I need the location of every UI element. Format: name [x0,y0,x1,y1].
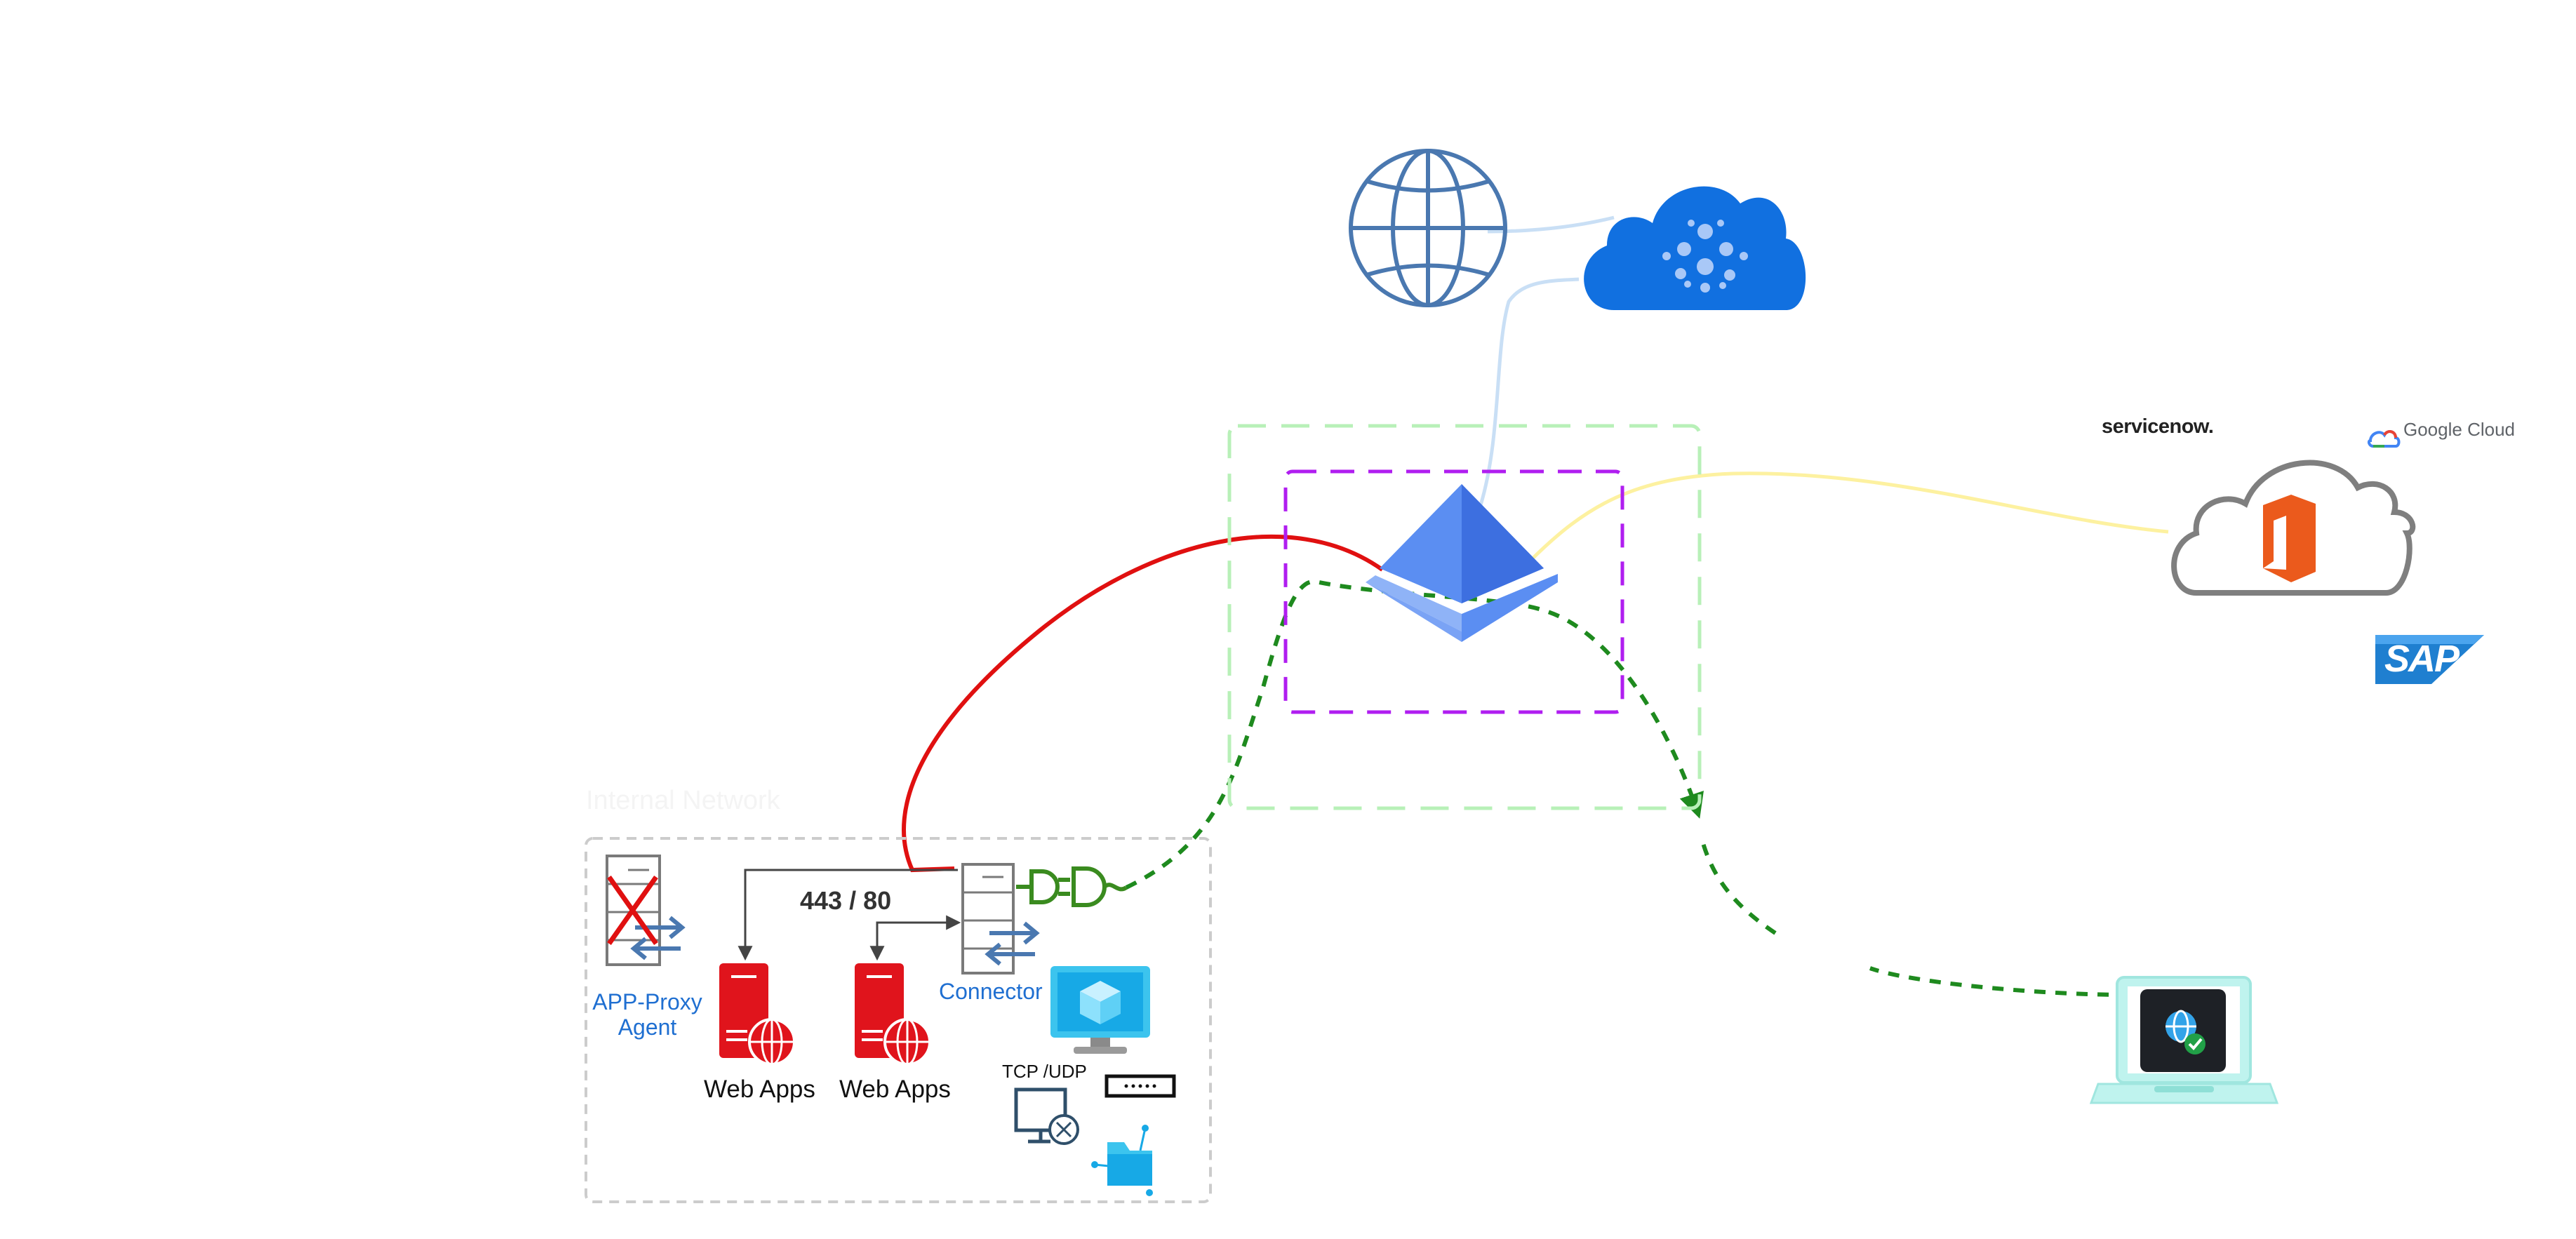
client-to-entra-path [1869,966,2130,997]
internet-cloud-icon [1584,186,1806,310]
web-apps-2-label: Web Apps [839,1076,951,1103]
globe-icon [1349,149,1507,307]
cloud-boundary-outer [1227,424,1702,810]
tcp-udp-label: TCP /UDP [1002,1061,1087,1082]
sap-logo-text: SAP [2384,638,2460,680]
port-80-arrow-to-webapp2 [869,915,961,961]
password-field-icon [1105,1074,1176,1098]
file-share-icon [1091,1125,1153,1196]
entra-to-internet-path [1479,277,1580,506]
connector-outbound-path [902,535,1384,873]
port-443-arrow-to-webapp1 [738,869,958,961]
office-365-cloud-icon [2171,460,2416,596]
disabled-proxy-server-icon [606,855,686,966]
web-server-icon [719,963,796,1066]
web-server-icon [855,963,931,1066]
virtual-desktop-icon [1050,966,1150,1054]
plug-icon [1016,866,1128,907]
internal-network-title: Internal Network [586,786,780,815]
web-apps-1-label: Web Apps [704,1076,815,1103]
tenant-boundary-inner [1283,469,1624,714]
servicenow-logo: servicenow. [2102,415,2214,438]
entra-id-icon [1366,484,1558,642]
internal-network-boundary [585,837,1212,1203]
connector-to-entra-path [1125,579,1704,890]
app-proxy-agent-label-line2: Agent [618,1014,677,1040]
connector-server-icon [961,863,1040,975]
google-cloud-logo-text: Google Cloud [2403,419,2515,440]
connector-label: Connector [939,979,1043,1004]
entra-to-saas-path [1528,471,2169,563]
port-label: 443 / 80 [800,886,892,915]
app-proxy-agent-label-line1: APP-Proxy [592,989,702,1014]
google-cloud-logo [2367,430,2401,448]
app-proxy-agent-label: APP-Proxy Agent [586,989,709,1040]
global-secure-access-icon [2140,989,2226,1072]
sap-logo [2375,635,2484,684]
client-to-entra-path-upper [1700,838,1777,935]
remote-desktop-icon [1014,1087,1079,1145]
